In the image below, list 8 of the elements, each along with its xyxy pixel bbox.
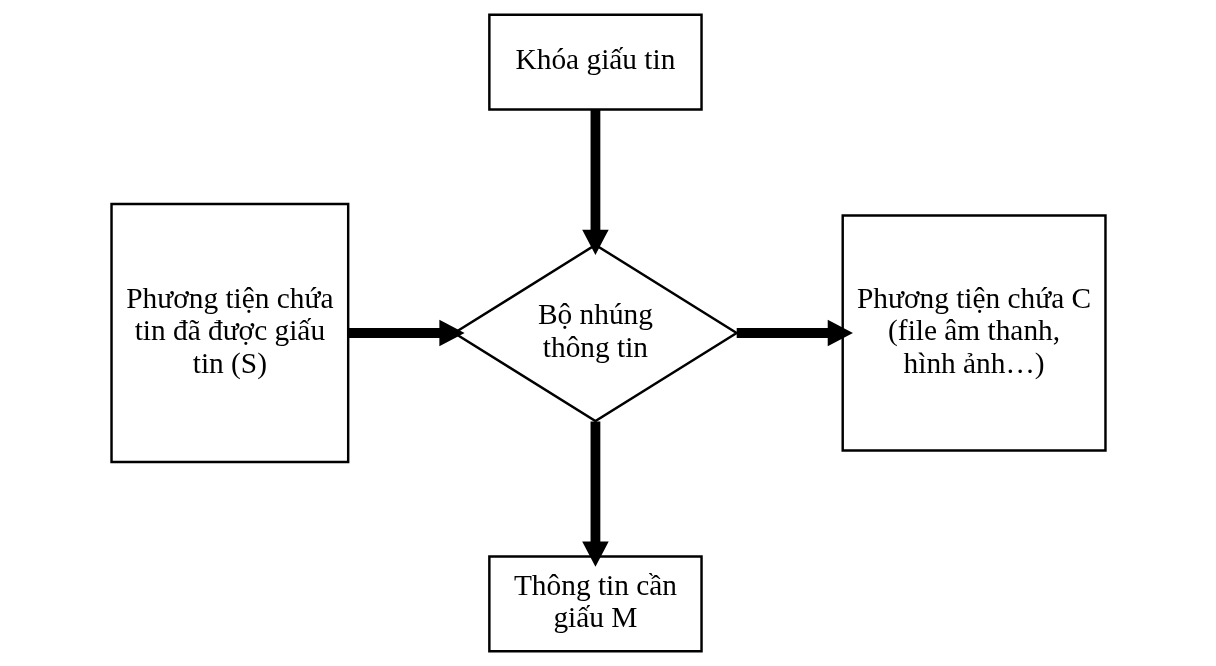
arrow xyxy=(347,319,465,347)
arrow xyxy=(581,109,609,255)
node-box: Khóa giấu tin xyxy=(487,13,703,111)
node-box: Phương tiện chứa tin đã được giấu tin (S) xyxy=(109,202,349,464)
arrow xyxy=(581,421,609,567)
arrow xyxy=(736,319,853,347)
node-box: Thông tin cần giấu M xyxy=(487,555,703,653)
node-box: Phương tiện chứa C (file âm thanh, hình ảnh…) xyxy=(841,214,1107,452)
